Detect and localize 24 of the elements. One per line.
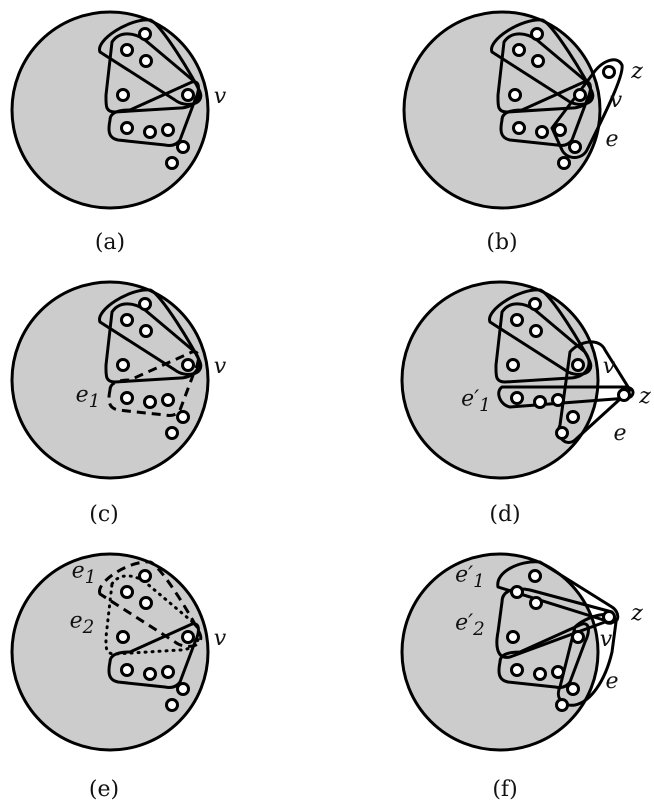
panel-label: (b): [486, 232, 518, 254]
vertex-label: v: [602, 356, 616, 378]
symbol-label: e$_{1}$: [76, 384, 100, 412]
symbol-label: e$_{2}$: [70, 610, 94, 638]
panel-label: (c): [89, 504, 119, 526]
panel-label: (a): [94, 232, 126, 254]
vertex-label: v: [214, 628, 226, 650]
panel-label: (e): [88, 779, 120, 801]
vertex-label: z: [631, 61, 643, 83]
vertex-label: z: [631, 603, 643, 625]
vertex-label: v: [600, 629, 612, 651]
vertex-label: v: [214, 86, 226, 108]
symbol-label: e′$_{1}$: [461, 388, 491, 416]
symbol-label: e: [605, 671, 619, 693]
panel-label: (d): [489, 504, 521, 526]
panel-label: (f): [492, 779, 518, 801]
vertex-label: z: [639, 386, 651, 408]
symbol-label: e′$_{2}$: [455, 612, 485, 640]
vertex-label: v: [214, 356, 226, 378]
vertex-label: v: [610, 90, 622, 112]
symbol-label: e$_{1}$: [72, 560, 96, 588]
symbol-label: e′$_{1}$: [455, 564, 485, 592]
symbol-label: e: [613, 423, 627, 445]
symbol-label: e: [605, 129, 619, 151]
